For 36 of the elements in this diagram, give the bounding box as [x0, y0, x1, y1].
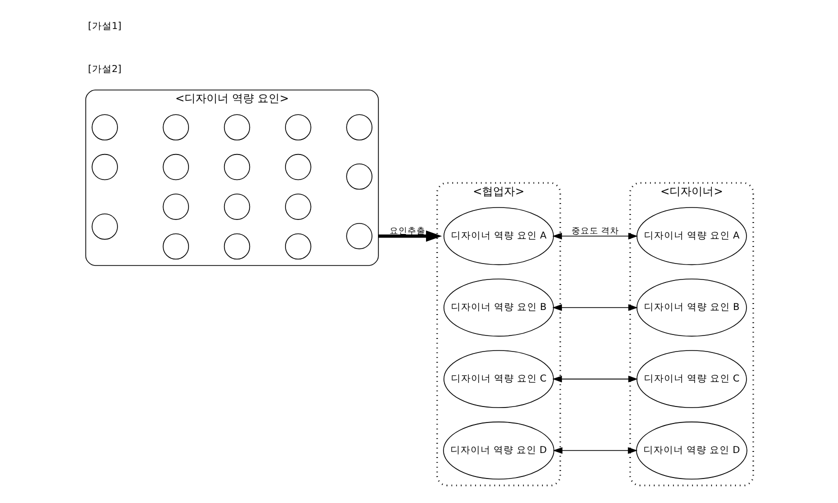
- node-ellipse: 디자이너 역량 요인 D: [636, 421, 747, 480]
- node-circle: [223, 232, 250, 260]
- node-ellipse: 디자이너 역량 요인 C: [443, 350, 554, 408]
- node-ellipse: 디자이너 역량 요인 C: [636, 350, 746, 408]
- arrow: [552, 446, 637, 454]
- node-circle: [284, 114, 311, 140]
- node-circle: [346, 222, 372, 249]
- node-circle: [223, 114, 250, 140]
- node-ellipse: 디자이너 역량 요인 B: [636, 278, 746, 336]
- node-circle: [162, 232, 188, 260]
- node-circle: [346, 114, 372, 140]
- node-circle: [284, 153, 311, 180]
- edge-label: 중요도 격차: [570, 226, 619, 236]
- node-ellipse: 디자이너 역량 요인 B: [443, 278, 554, 336]
- node-circle: [162, 114, 188, 140]
- arrow: [378, 230, 442, 242]
- node-ellipse: 디자이너 역량 요인 A: [636, 206, 746, 265]
- arrow: [552, 375, 638, 382]
- label: [가설1]: [88, 20, 122, 32]
- edge-label: 요인추출: [389, 226, 426, 236]
- node-circle: [162, 193, 188, 220]
- node-ellipse: 디자이너 역량 요인 D: [442, 421, 554, 480]
- node-circle: [91, 114, 118, 140]
- arrow: [552, 304, 638, 310]
- node-circle: [223, 193, 250, 220]
- label: [가설2]: [88, 63, 122, 74]
- node-circle: [91, 153, 118, 180]
- node-ellipse: 디자이너 역량 요인 A: [443, 206, 554, 265]
- cluster: <디자이너 역량 요인>: [84, 89, 378, 266]
- node-circle: [91, 212, 118, 240]
- node-circle: [284, 232, 311, 260]
- node-circle: [223, 153, 250, 180]
- node-circle: [162, 153, 188, 180]
- arrow: [552, 232, 638, 239]
- node-circle: [284, 193, 311, 220]
- node-circle: [346, 162, 372, 190]
